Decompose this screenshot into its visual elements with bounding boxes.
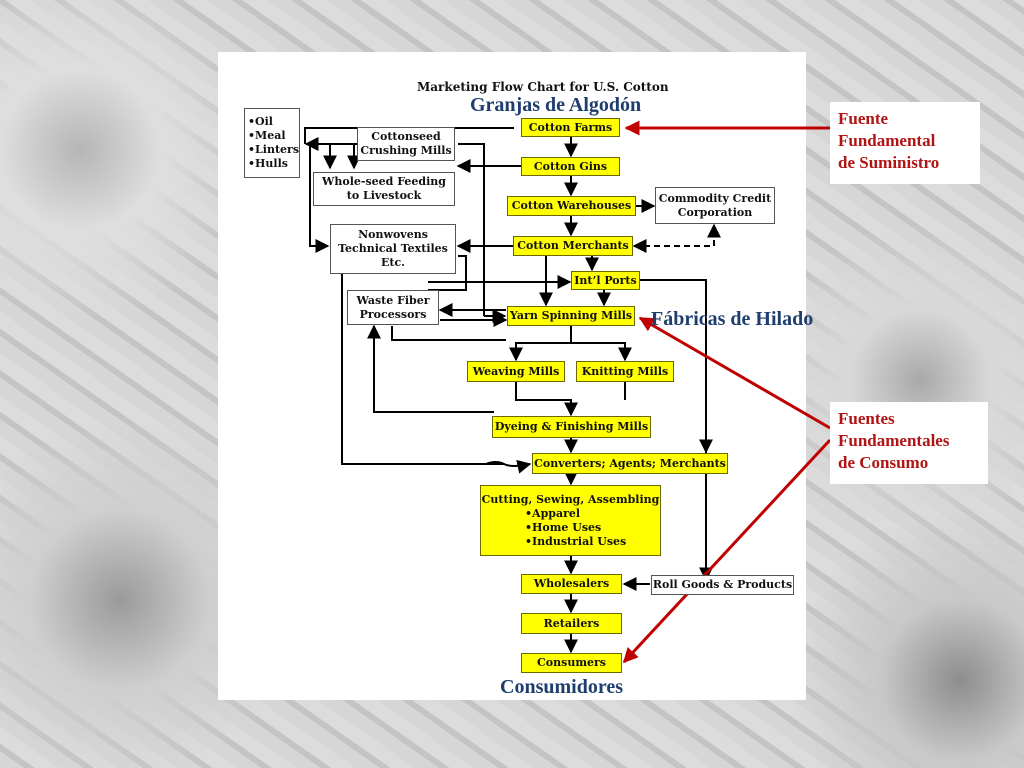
by-product-item: Linters	[248, 143, 299, 157]
consumers-node: Consumers	[521, 653, 622, 673]
consumption-callout: Fuentes Fundamentales de Consumo	[830, 402, 988, 484]
consumption-callout-line: de Consumo	[838, 453, 929, 472]
cotton-gins-node: Cotton Gins	[521, 157, 620, 176]
by-product-item: Meal	[248, 129, 299, 143]
farms-label-es: Granjas de Algodón	[470, 94, 642, 116]
cutting-sewing-node: Cutting, Sewing, Assembling Apparel Home…	[480, 485, 661, 556]
cotton-warehouses-node: Cotton Warehouses	[507, 196, 636, 216]
spinning-label-es: Fábricas de Hilado	[651, 308, 814, 330]
supply-callout: Fuente Fundamental de Suministro	[830, 102, 980, 184]
cottonseed-crushing-node: Cottonseed Crushing Mills	[357, 127, 455, 161]
converters-node: Converters; Agents; Merchants	[532, 453, 728, 474]
consumers-label-es: Consumidores	[500, 676, 623, 698]
cutting-item: Home Uses	[525, 521, 660, 535]
ccc-node: Commodity Credit Corporation	[655, 187, 775, 224]
retailers-node: Retailers	[521, 613, 622, 634]
supply-callout-line: Fuente	[838, 109, 889, 128]
consumption-callout-line: Fuentes	[838, 409, 895, 428]
supply-callout-line: de Suministro	[838, 153, 940, 172]
by-product-item: Hulls	[248, 157, 299, 171]
supply-callout-line: Fundamental	[838, 131, 936, 150]
weaving-node: Weaving Mills	[467, 361, 565, 382]
whole-seed-node: Whole-seed Feeding to Livestock	[313, 172, 455, 206]
chart-title: Marketing Flow Chart for U.S. Cotton	[417, 80, 669, 94]
wholesalers-node: Wholesalers	[521, 574, 622, 594]
yarn-spinning-node: Yarn Spinning Mills	[507, 306, 635, 326]
cotton-merchants-node: Cotton Merchants	[513, 236, 633, 256]
by-product-item: Oil	[248, 115, 299, 129]
roll-goods-node: Roll Goods & Products	[651, 575, 794, 595]
by-products-list: Oil Meal Linters Hulls	[245, 115, 299, 171]
dyeing-finishing-node: Dyeing & Finishing Mills	[492, 416, 651, 438]
nonwovens-node: Nonwovens Technical Textiles Etc.	[330, 224, 456, 274]
cutting-item: Apparel	[525, 507, 660, 521]
cotton-farms-node: Cotton Farms	[521, 118, 620, 137]
cutting-item: Industrial Uses	[525, 535, 660, 549]
intl-ports-node: Int’l Ports	[571, 271, 640, 290]
waste-fiber-node: Waste Fiber Processors	[347, 290, 439, 325]
cutting-sewing-list: Apparel Home Uses Industrial Uses	[481, 507, 660, 549]
by-products-box: Oil Meal Linters Hulls	[244, 108, 300, 178]
knitting-node: Knitting Mills	[576, 361, 674, 382]
cutting-sewing-title: Cutting, Sewing, Assembling	[481, 492, 660, 506]
consumption-callout-line: Fundamentales	[838, 431, 950, 450]
